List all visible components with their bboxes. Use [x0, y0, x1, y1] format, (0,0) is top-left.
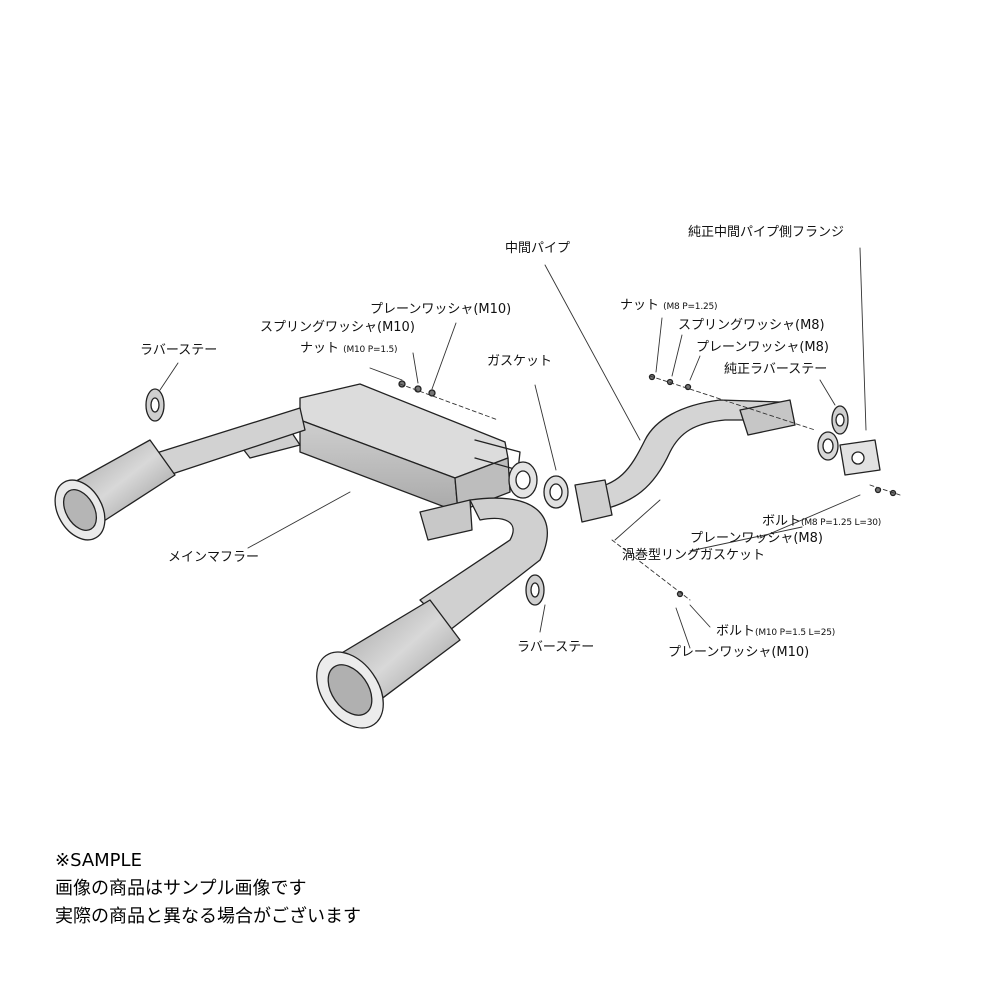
label-plain-washer-m8-top: プレーンワッシャ(M8) [696, 340, 829, 355]
main-muffler-body [239, 383, 521, 541]
assembly-guides [399, 375, 901, 601]
label-plain-washer-m8-bottom: プレーンワッシャ(M8) [690, 531, 823, 546]
leader-lines [159, 247, 867, 649]
label-bolt-m10: ボルト(M10 P=1.5 L=25) [716, 624, 835, 641]
nut-m8-name: ナット [620, 298, 660, 313]
label-plain-washer-m10-top: プレーンワッシャ(M10) [370, 302, 512, 317]
label-bolt-m8: ボルト(M8 P=1.25 L=30) [762, 514, 881, 531]
label-rubber-stay-left: ラバーステー [140, 343, 218, 358]
rubber-stays [145, 388, 849, 606]
bolt-m8-name: ボルト [762, 514, 802, 529]
bolt-m8-spec: (M8 P=1.25 L=30) [801, 518, 882, 528]
bolt-m10-spec: (M10 P=1.5 L=25) [755, 628, 836, 638]
nut-m10-name: ナット [300, 341, 340, 356]
left-tailpipe [54, 407, 306, 541]
label-rubber-stay-bottom: ラバーステー [517, 640, 595, 655]
nut-m8-spec: (M8 P=1.25) [663, 302, 718, 312]
right-tailpipe [316, 497, 548, 729]
label-middle-pipe: 中間パイプ [505, 241, 571, 256]
label-plain-washer-m10-bottom: プレーンワッシャ(M10) [668, 645, 810, 660]
disclaimer-line-2: 実際の商品と異なる場合がございます [55, 906, 361, 927]
bolt-m10-name: ボルト [716, 624, 756, 639]
label-spiral-ring-gasket: 渦巻型リングガスケット [622, 548, 766, 563]
sample-note: ※SAMPLE [55, 850, 142, 871]
label-oem-rubber-stay: 純正ラバーステー [724, 362, 828, 377]
label-spring-washer-m10: スプリングワッシャ(M10) [260, 320, 415, 335]
label-nut-m8: ナット (M8 P=1.25) [620, 298, 718, 315]
label-oem-middle-pipe-flange: 純正中間パイプ側フランジ [688, 225, 845, 240]
label-main-muffler: メインマフラー [168, 550, 260, 565]
disclaimer-line-1: 画像の商品はサンプル画像です [55, 878, 307, 899]
middle-pipe [584, 399, 796, 513]
gaskets [508, 431, 881, 523]
label-nut-m10: ナット (M10 P=1.5) [300, 341, 398, 358]
label-spring-washer-m8: スプリングワッシャ(M8) [678, 318, 825, 333]
label-gasket: ガスケット [487, 354, 553, 369]
nut-m10-spec: (M10 P=1.5) [343, 345, 398, 355]
